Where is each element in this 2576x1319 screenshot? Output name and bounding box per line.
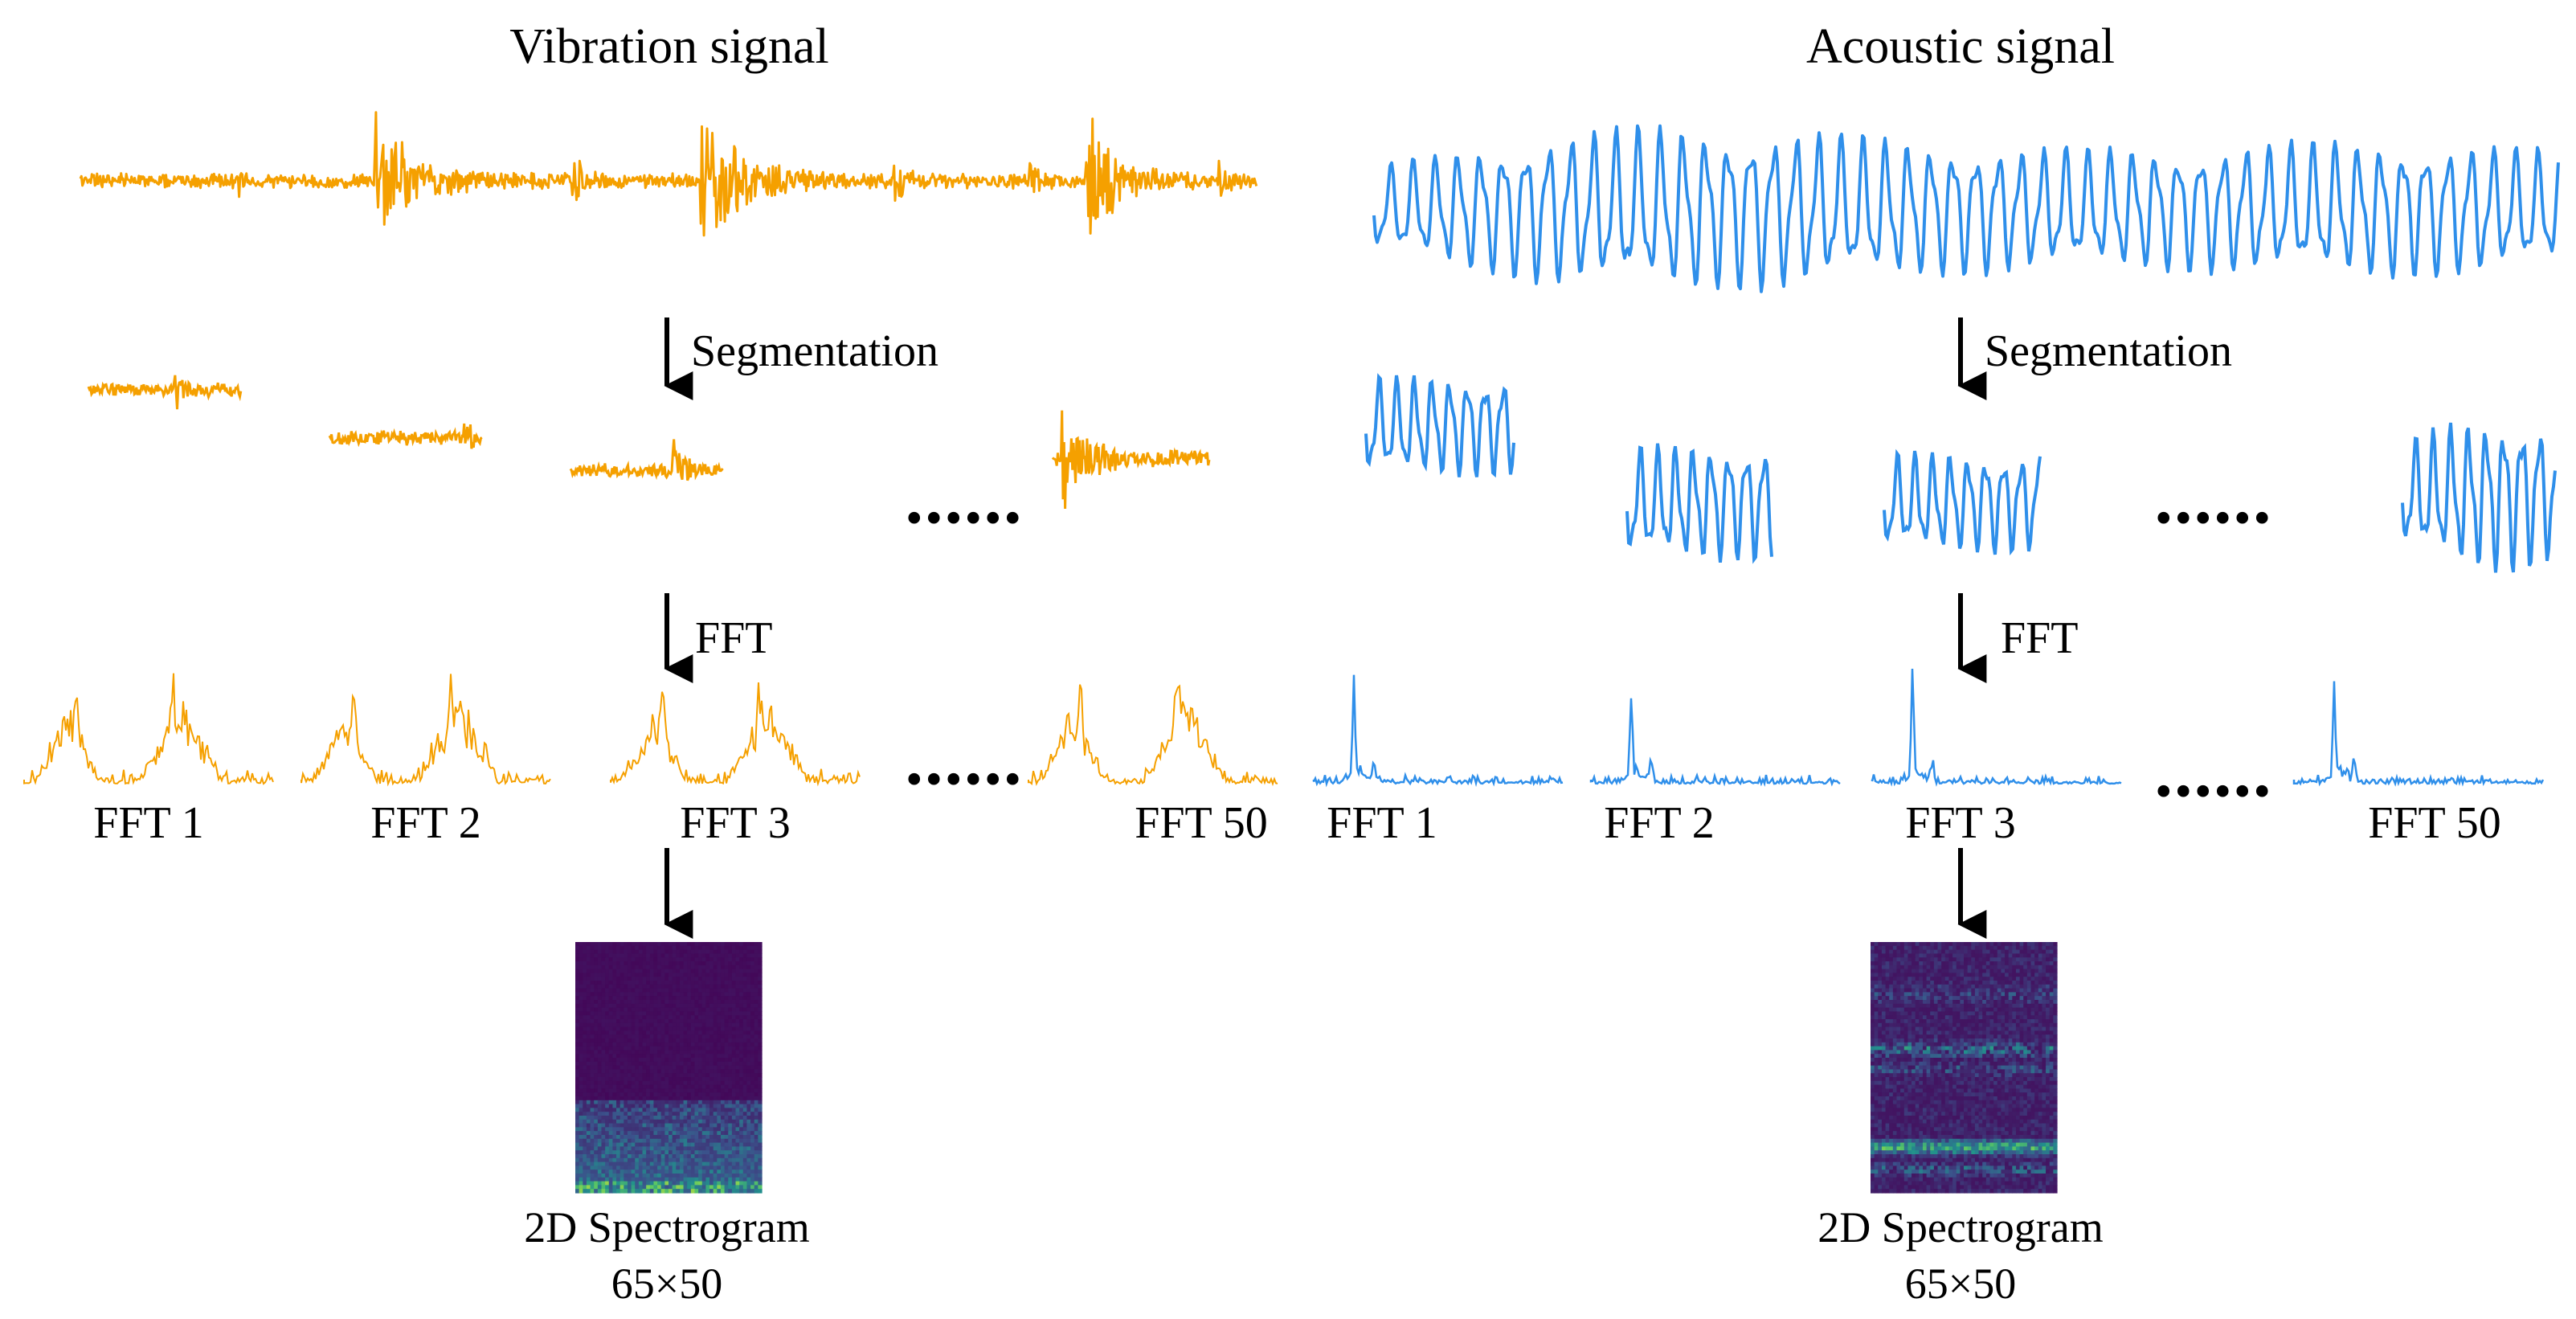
vibration-spectrogram-size: 65×50 (611, 1260, 722, 1308)
vibration-segment-3 (569, 439, 724, 481)
acoustic-spectrogram-size: 65×50 (1905, 1260, 2016, 1308)
vibration-fft-3-label: FFT 3 (680, 798, 790, 848)
vibration-segment-50 (1051, 410, 1211, 510)
vibration-fft-50-label: FFT 50 (1135, 798, 1267, 848)
acoustic-fft-2-label: FFT 2 (1604, 798, 1714, 848)
vibration-fft-2-spectrum (301, 674, 551, 787)
vibration-spectrogram-image (575, 942, 763, 1194)
vibration-segments-ellipsis: ...... (906, 459, 1024, 539)
acoustic-panel: Acoustic signal Segmentation ...... FFT … (1312, 19, 2560, 1308)
vibration-fft-2-label: FFT 2 (370, 798, 480, 848)
acoustic-fft-50-spectrum (2292, 681, 2545, 787)
vibration-fft-1-spectrum (23, 673, 274, 785)
acoustic-segment-1 (1364, 373, 1515, 478)
acoustic-fft-step-label: FFT (2001, 613, 2079, 663)
acoustic-segmentation-label: Segmentation (1985, 326, 2232, 376)
acoustic-fft-50-label: FFT 50 (2368, 798, 2500, 848)
acoustic-segment-3 (1883, 449, 2042, 556)
vibration-fft-3-spectrum (610, 682, 861, 787)
vibration-raw-signal (79, 111, 1258, 237)
vibration-title: Vibration signal (509, 19, 829, 74)
acoustic-fft-ellipsis: ...... (2155, 732, 2273, 812)
vibration-segment-1 (87, 375, 243, 410)
acoustic-segment-50 (2401, 422, 2557, 573)
acoustic-segment-2 (1625, 443, 1773, 564)
acoustic-title: Acoustic signal (1806, 19, 2115, 74)
vibration-segment-2 (328, 423, 483, 449)
acoustic-fft-1-spectrum (1312, 674, 1564, 788)
vibration-fft-step-label: FFT (695, 613, 773, 663)
acoustic-fft-3-spectrum (1871, 668, 2122, 787)
acoustic-fft-2-spectrum (1589, 698, 1841, 787)
acoustic-segments-ellipsis: ...... (2155, 459, 2273, 539)
vibration-fft-ellipsis: ...... (906, 720, 1024, 800)
acoustic-spectrogram-image (1871, 942, 2058, 1194)
acoustic-fft-3-label: FFT 3 (1905, 798, 2015, 848)
vibration-panel: Vibration signal Segmentation ...... FFT… (23, 19, 1278, 1308)
acoustic-raw-signal (1372, 124, 2560, 293)
vibration-segmentation-label: Segmentation (691, 326, 938, 376)
acoustic-fft-1-label: FFT 1 (1327, 798, 1437, 848)
vibration-fft-50-spectrum (1028, 684, 1278, 787)
vibration-fft-1-label: FFT 1 (93, 798, 203, 848)
acoustic-spectrogram-label: 2D Spectrogram (1818, 1203, 2103, 1251)
vibration-spectrogram-label: 2D Spectrogram (524, 1203, 809, 1251)
